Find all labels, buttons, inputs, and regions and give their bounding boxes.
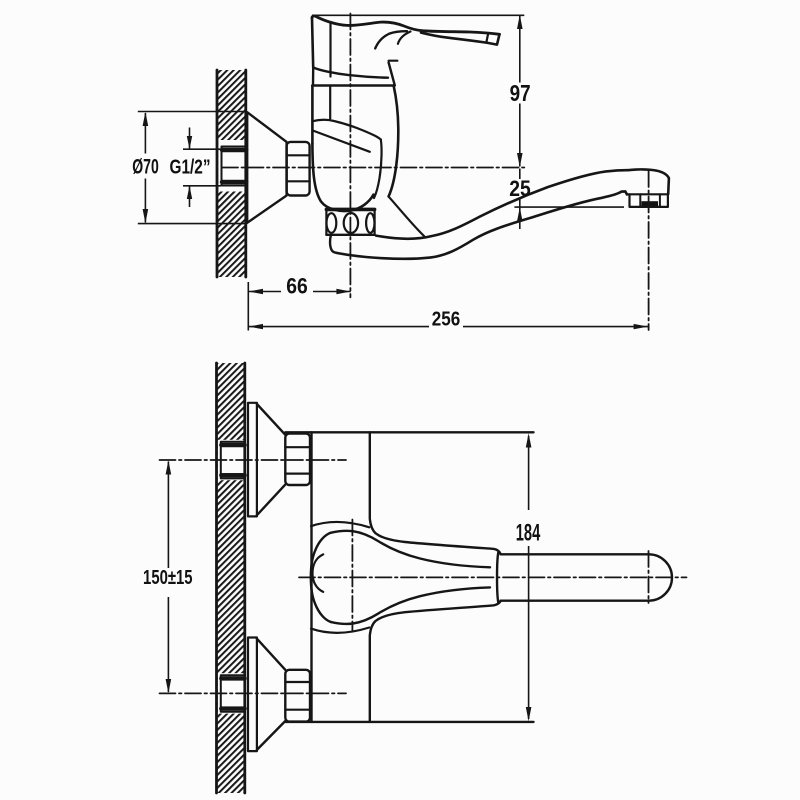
svg-text:66: 66 [286,274,308,299]
svg-text:150±15: 150±15 [143,567,193,589]
svg-text:25: 25 [509,176,531,201]
svg-text:184: 184 [516,520,541,547]
svg-text:Ø70: Ø70 [132,155,159,179]
svg-text:256: 256 [432,309,461,331]
svg-text:G1/2”: G1/2” [170,157,211,179]
svg-text:97: 97 [510,80,531,106]
